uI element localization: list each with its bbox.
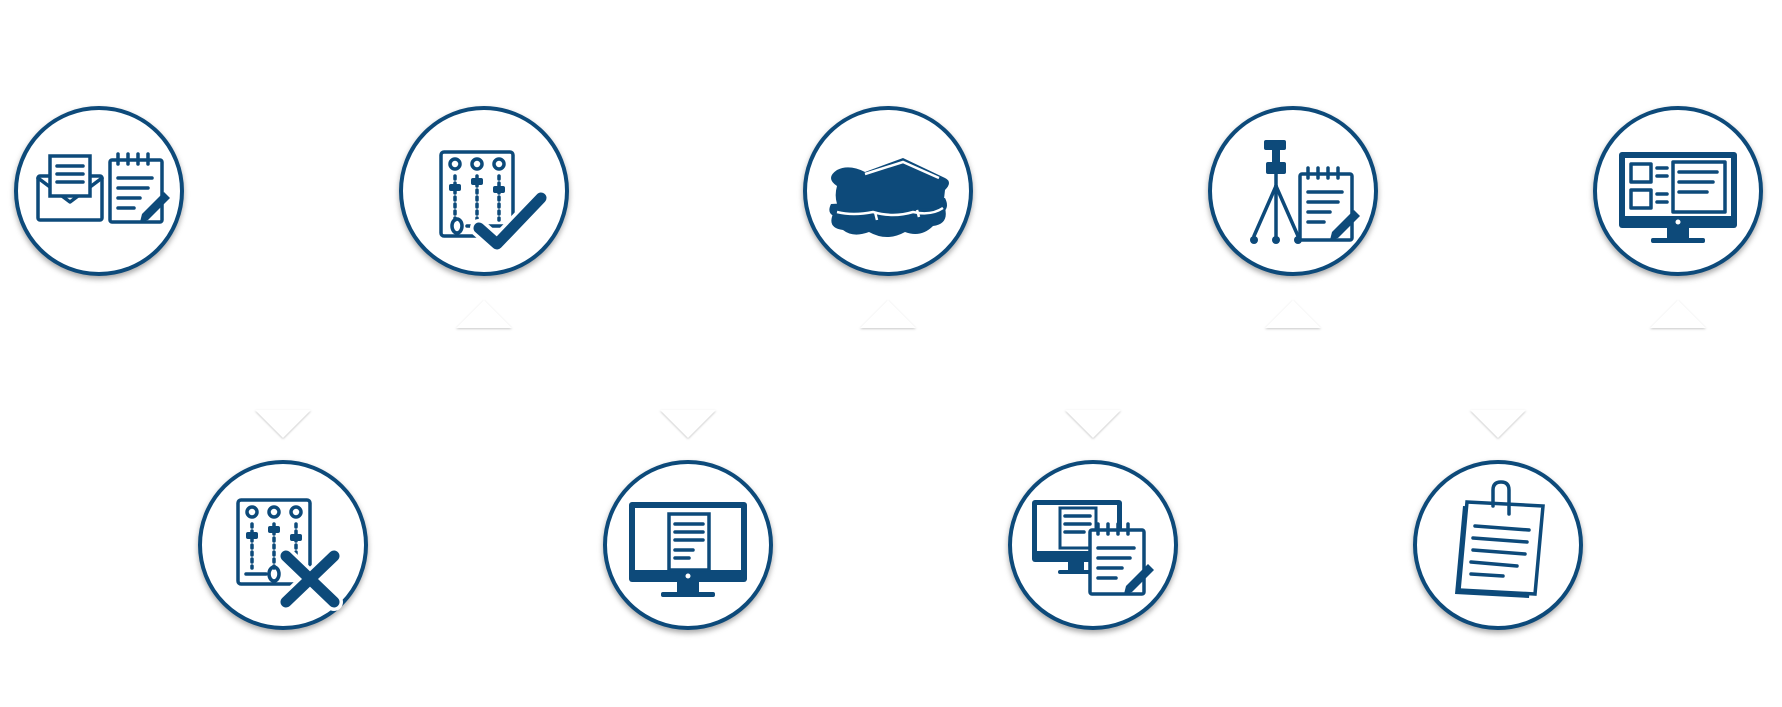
mixer-rejected-icon [236, 498, 343, 611]
connector-arrow-down [660, 410, 716, 438]
monitor-and-notepad-icon [1032, 500, 1154, 596]
connector-arrow-down [1470, 410, 1526, 438]
tripod-and-notepad-icon [1250, 140, 1360, 244]
monitor-document-icon [629, 502, 747, 597]
process-step-tripod-notepad[interactable] [1208, 106, 1378, 276]
clipped-documents-icon [1455, 480, 1545, 598]
process-step-sandwich[interactable] [803, 106, 973, 276]
process-step-clipped-documents[interactable] [1413, 460, 1583, 630]
mail-and-notepad-icon [36, 152, 170, 224]
connector-arrow-up [860, 300, 916, 328]
process-step-monitor-document[interactable] [603, 460, 773, 630]
connector-arrow-down [1065, 410, 1121, 438]
connector-arrow-up [1650, 300, 1706, 328]
connector-arrow-down [255, 410, 311, 438]
mixer-approved-icon [439, 150, 550, 253]
monitor-layout-icon [1619, 152, 1737, 243]
connector-arrow-up [1265, 300, 1321, 328]
process-step-monitor-notepad[interactable] [1008, 460, 1178, 630]
process-step-monitor-layout[interactable] [1593, 106, 1763, 276]
process-step-mixer-approved[interactable] [399, 106, 569, 276]
process-step-mail-notepad[interactable] [14, 106, 184, 276]
connector-arrow-up [456, 300, 512, 328]
sandwich-icon [829, 158, 949, 237]
process-step-mixer-rejected[interactable] [198, 460, 368, 630]
